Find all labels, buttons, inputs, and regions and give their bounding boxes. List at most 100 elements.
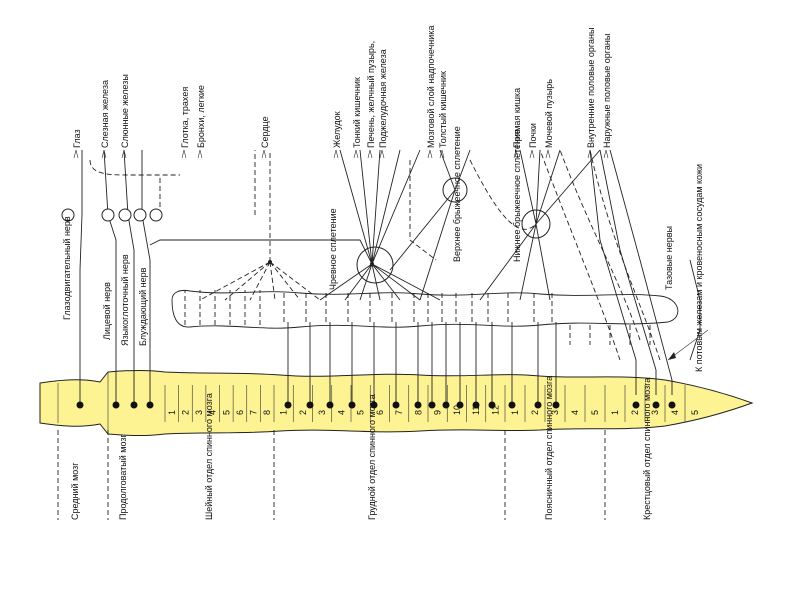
organ-tick xyxy=(261,149,267,159)
segment-number: 7 xyxy=(394,410,404,415)
nucleus-dot xyxy=(370,401,378,409)
segment-number: 1 xyxy=(610,410,620,415)
organ-tick xyxy=(101,149,107,159)
organ-label: Глаз xyxy=(72,129,82,148)
nucleus-dot xyxy=(306,401,314,409)
plexus-label: Чревное сплетение xyxy=(328,208,338,290)
sweat-note: К потовым железам и кровеносным сосудам … xyxy=(694,164,704,372)
segment-number: 2 xyxy=(180,410,190,415)
segment-number: 1 xyxy=(167,410,177,415)
segment-number: 4 xyxy=(336,410,346,415)
segment-number: 2 xyxy=(530,410,540,415)
segment-number: 4 xyxy=(670,410,680,415)
nucleus-dot xyxy=(534,401,542,409)
nucleus-dot xyxy=(348,401,356,409)
nucleus-dot xyxy=(668,401,676,409)
segment-number: 7 xyxy=(249,410,259,415)
nucleus-dot xyxy=(428,401,436,409)
segment-number: 2 xyxy=(630,410,640,415)
nucleus-dot xyxy=(284,401,292,409)
region-labels: Средний мозг Продолговатый мозг Шейный отд… xyxy=(70,376,652,520)
organ-label: Внутренние половые органы xyxy=(586,28,596,148)
nucleus-dot xyxy=(652,401,660,409)
organ-label: Слюнные железы xyxy=(120,74,130,148)
nucleus-dot xyxy=(472,401,480,409)
organ-label: Тонкий кишечник xyxy=(352,77,362,148)
segment-number: 5 xyxy=(690,410,700,415)
organ-label: Поджелудочная железа xyxy=(378,49,388,148)
organ-label: Наружные половые органы xyxy=(602,34,612,148)
segment-number: 4 xyxy=(570,410,580,415)
spinal-roots xyxy=(184,290,651,402)
nerve-label: Блуждающий нерв xyxy=(138,267,148,346)
region-label: Крестцовый отдел спинного мозга xyxy=(642,378,652,520)
organ-tick xyxy=(529,149,535,159)
pelvic-note: Тазовые нервы xyxy=(664,226,674,290)
segment-number: 11 xyxy=(471,406,481,415)
nucleus-dot xyxy=(76,401,84,409)
organ-label: Бронхи, легкие xyxy=(196,85,206,148)
region-label: Поясничный отдел спинного мозга xyxy=(544,376,554,520)
organ-tick xyxy=(333,149,339,159)
organ-label: Мозговой слой надпочечника xyxy=(426,26,436,148)
segment-number: 5 xyxy=(590,410,600,415)
organ-label: Почки xyxy=(528,123,538,148)
nucleus-dot xyxy=(508,401,516,409)
nucleus-dot xyxy=(456,401,464,409)
segment-number: 3 xyxy=(650,410,660,415)
segment-number: 1 xyxy=(279,410,289,415)
organ-label: Мочевой пузырь xyxy=(544,79,554,148)
organ-label: Желудок xyxy=(332,111,342,148)
organ-tick xyxy=(545,149,551,159)
region-label: Продолговатый мозг xyxy=(118,433,128,520)
organ-label: Печень, желчный пузырь, xyxy=(366,41,376,148)
organ-tick xyxy=(181,149,187,159)
plexus-label: Нижнее брыжеечное сплетение xyxy=(512,129,522,262)
plexus-ganglia xyxy=(268,177,551,284)
organ-tick xyxy=(197,149,203,159)
segment-number: 6 xyxy=(235,410,245,415)
organ-tick xyxy=(603,149,609,159)
segment-number: 3 xyxy=(550,410,560,415)
segment-number: 8 xyxy=(262,410,272,415)
region-dividers xyxy=(57,430,606,520)
segment-number: 5 xyxy=(356,410,366,415)
segment-number: 3 xyxy=(317,410,327,415)
segment-number: 3 xyxy=(194,410,204,415)
segment-number: 6 xyxy=(375,410,385,415)
organ-tick xyxy=(73,149,79,159)
organ-tick xyxy=(427,149,433,159)
segment-number: 2 xyxy=(298,410,308,415)
organ-tick xyxy=(513,149,519,159)
nucleus-dot xyxy=(442,401,450,409)
nucleus-dot xyxy=(632,401,640,409)
organ-label: Толстый кишечник xyxy=(438,71,448,148)
region-label: Шейный отдел спинного мозга xyxy=(204,393,214,520)
organ-tick xyxy=(439,149,445,159)
nucleus-dot xyxy=(112,401,120,409)
segment-number: 1 xyxy=(510,410,520,415)
organ-ticks xyxy=(73,149,609,159)
nucleus-dot xyxy=(326,401,334,409)
nerve-label: Языкоглоточный нерв xyxy=(120,254,130,346)
organ-label: Прямая кишка xyxy=(512,88,522,148)
plexus-label: Верхнее брыжеечное сплетение xyxy=(452,126,462,262)
segment-number: 10 xyxy=(452,405,462,415)
region-label: Средний мозг xyxy=(70,462,80,520)
nerve-label: Глазодвигательный нерв xyxy=(62,216,72,320)
sympathetic-trunk xyxy=(171,289,679,329)
segment-number: 4 xyxy=(208,410,218,415)
organ-tick xyxy=(121,149,127,159)
organ-label: Слезная железа xyxy=(100,80,110,148)
cranial-ganglia xyxy=(61,208,163,222)
nucleus-dot xyxy=(392,401,400,409)
nucleus-dot xyxy=(414,401,422,409)
nucleus-dot xyxy=(130,401,138,409)
nucleus-dot xyxy=(146,401,154,409)
segment-number: 5 xyxy=(221,410,231,415)
